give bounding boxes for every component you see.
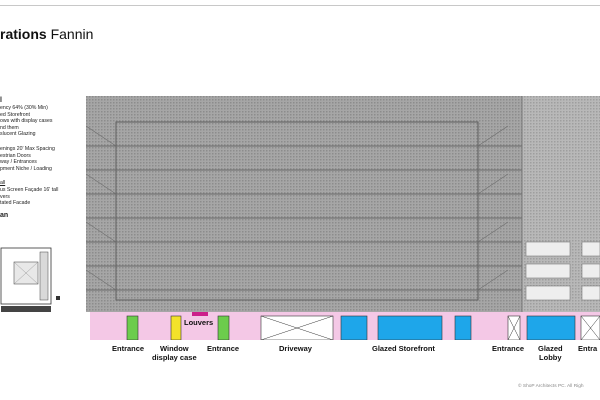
ramp-line: [86, 221, 117, 243]
legend-heading: l: [0, 97, 2, 104]
ramp-line: [477, 221, 509, 243]
keyplan-title: an: [0, 211, 9, 219]
storefront-glazing: [454, 315, 472, 340]
entrance-x: [507, 315, 521, 340]
louvers-block: [192, 312, 208, 316]
legend-item: ed Storefront: [0, 111, 30, 118]
entrance-door: [126, 315, 139, 340]
floor-lines: [86, 145, 522, 291]
louvers-label: Louvers: [184, 318, 214, 327]
legend-subheading: all: [0, 180, 6, 187]
facade-elevation: [86, 96, 600, 312]
ramp-line: [86, 125, 117, 147]
window-display-case: [170, 315, 182, 340]
ground-floor-strip: [90, 312, 600, 340]
lobby-window: [581, 285, 600, 301]
lobby-window: [525, 285, 571, 301]
lobby-window: [525, 263, 571, 279]
legend-spacer: [0, 138, 86, 146]
ramp-line: [477, 125, 509, 147]
ramp-line: [477, 269, 509, 291]
legend-group-b: enings 20' Max Spacing estrian Doors way…: [0, 146, 86, 172]
legend-item: way / Entrances: [0, 159, 37, 166]
legend-item: nd them: [0, 124, 19, 131]
legend-item: slucent Glazing: [0, 131, 36, 138]
label-entrance: Entrance: [112, 344, 145, 353]
label-entrance: Entrance: [492, 344, 525, 353]
screen-facade: [86, 96, 522, 312]
title-bold: rations: [0, 26, 47, 42]
keyplan-marker: [56, 296, 60, 300]
lobby-window: [581, 241, 600, 257]
lobby-window: [525, 241, 571, 257]
garage-frame: [115, 121, 479, 301]
legend-item: estrian Doors: [0, 152, 31, 159]
legend-panel: l ency 64% (30% Min) ed Storefront ows w…: [0, 96, 86, 219]
legend-item: enings 20' Max Spacing: [0, 145, 55, 152]
legend-item: pment Niche / Loading: [0, 165, 52, 172]
legend-spacer: [0, 172, 86, 180]
label-glazed-lobby: Glazed Lobby: [538, 344, 563, 362]
entrance-x: [580, 315, 600, 340]
legend-item: vers: [0, 193, 10, 200]
ramp-line: [86, 173, 117, 195]
lobby-window: [581, 263, 600, 279]
copyright-credit: © ShoP Architects PC. All Righ: [518, 384, 584, 389]
page-title: rations Fannin: [0, 26, 93, 42]
keyplan-south-bar: [1, 306, 51, 312]
driveway-x: [260, 315, 334, 340]
legend-item: tated Facade: [0, 200, 31, 207]
legend-item: us Screen Façade 16' tall: [0, 186, 59, 193]
title-rest: Fannin: [50, 26, 94, 42]
legend-group-c: all us Screen Façade 16' tall vers tated…: [0, 180, 86, 206]
legend-group-a: ency 64% (30% Min) ed Storefront ows wit…: [0, 105, 86, 138]
label-glazed-storefront: Glazed Storefront: [372, 344, 435, 353]
screen-facade-right: [522, 96, 600, 312]
ramp-line: [477, 173, 509, 195]
storefront-glazing: [377, 315, 443, 340]
label-driveway: Driveway: [279, 344, 312, 353]
entrance-door: [217, 315, 230, 340]
label-entrance-cut: Entra: [578, 344, 598, 353]
keyplan-hatch: [13, 261, 39, 285]
keyplan-edge: [39, 251, 49, 301]
ramp-lines: [86, 125, 509, 291]
lobby-glazing: [526, 315, 576, 340]
header-rule: [0, 5, 600, 6]
legend-item: ows with display cases: [0, 118, 53, 125]
right-bays: [525, 241, 600, 301]
label-entrance: Entrance: [207, 344, 240, 353]
label-window-display-case: Window display case: [152, 344, 197, 362]
ramp-line: [86, 269, 117, 291]
storefront-glazing: [340, 315, 368, 340]
legend-item: ency 64% (30% Min): [0, 105, 48, 111]
key-plan-diagram: [0, 247, 60, 312]
